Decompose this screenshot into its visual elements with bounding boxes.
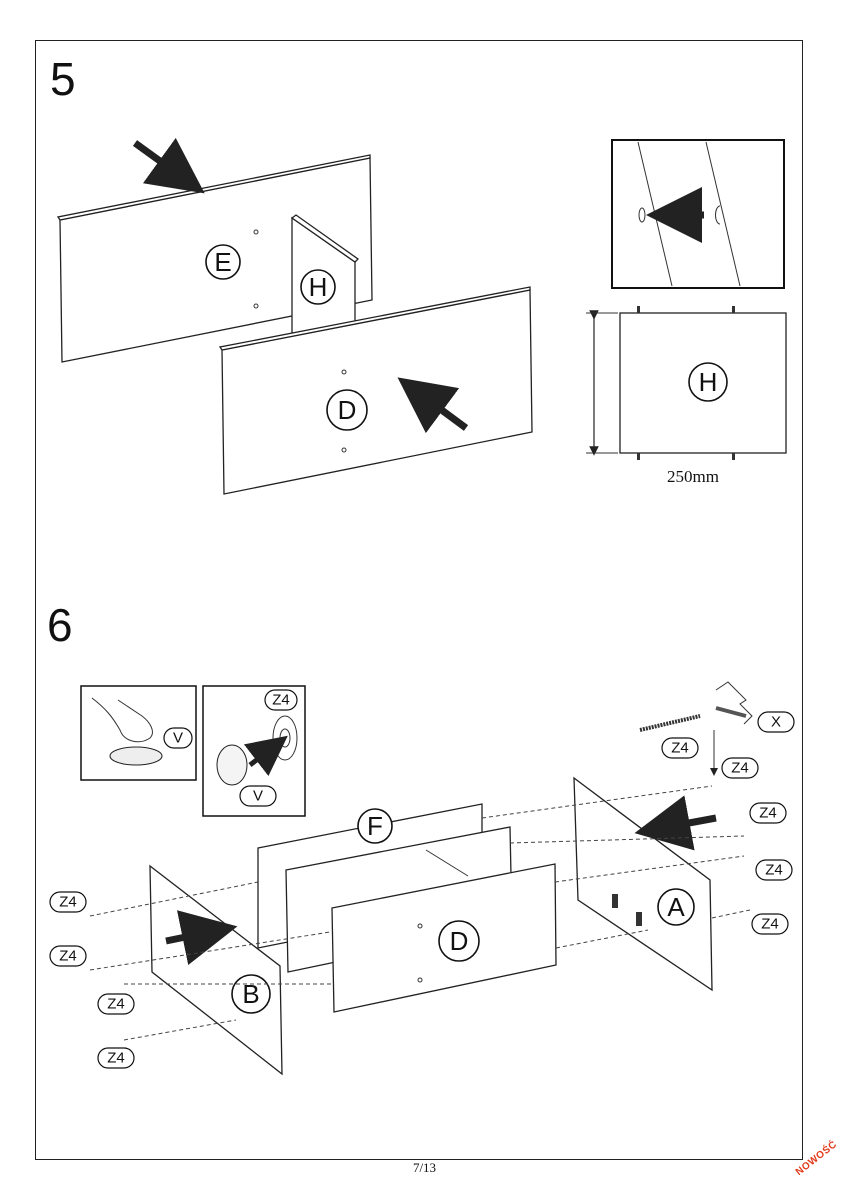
- dimension-label: 250mm: [667, 467, 719, 486]
- step-number-5: 5: [50, 53, 76, 105]
- alignment-lines: [89, 785, 751, 1041]
- svg-text:A: A: [667, 892, 685, 922]
- screws-left: Z4 Z4 Z4 Z4: [49, 891, 135, 1069]
- foot-label: V: [173, 730, 183, 747]
- svg-text:Z4: Z4: [765, 862, 783, 879]
- panel-label-d: D: [338, 395, 357, 425]
- svg-text:Z4: Z4: [107, 996, 125, 1013]
- svg-text:Z4: Z4: [761, 916, 779, 933]
- detail-dowel-box: [611, 139, 785, 289]
- svg-text:Z4: Z4: [59, 894, 77, 911]
- screws-right: Z4 Z4 Z4: [749, 802, 793, 935]
- panel-d: D: [218, 286, 533, 495]
- svg-text:B: B: [242, 979, 259, 1009]
- svg-text:D: D: [450, 926, 469, 956]
- tool-x: X Z4 Z4: [639, 681, 795, 779]
- page-number: 7/13: [412, 1160, 437, 1175]
- svg-text:X: X: [771, 714, 781, 731]
- detail-panel-h: H 250mm: [586, 306, 787, 486]
- panel-d-front: D: [331, 863, 557, 1013]
- hand-inset: V: [80, 685, 197, 781]
- svg-text:Z4: Z4: [272, 692, 290, 709]
- svg-text:F: F: [367, 811, 383, 841]
- panel-label-e: E: [214, 247, 231, 277]
- page-frame: [35, 40, 803, 1160]
- foot-inset: Z4 V: [202, 685, 306, 817]
- step-number-6: 6: [47, 599, 73, 651]
- divider-edge: [425, 849, 469, 877]
- arrow-icon: [132, 137, 469, 434]
- svg-text:Z4: Z4: [731, 760, 749, 777]
- detail-label-h: H: [699, 367, 718, 397]
- svg-text:Z4: Z4: [759, 805, 777, 822]
- panel-label-h: H: [309, 272, 328, 302]
- svg-text:Z4: Z4: [671, 740, 689, 757]
- panel-h: H: [290, 214, 360, 339]
- svg-text:Z4: Z4: [59, 948, 77, 965]
- svg-text:Z4: Z4: [107, 1050, 125, 1067]
- svg-text:V: V: [253, 788, 263, 805]
- panel-a: A: [573, 776, 717, 992]
